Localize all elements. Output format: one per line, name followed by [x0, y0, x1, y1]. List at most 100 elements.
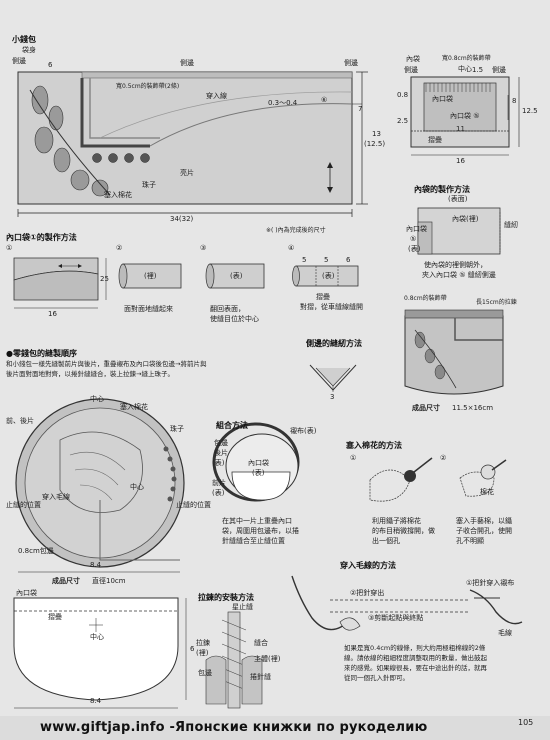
footer-link[interactable]: www.giftjap.info -Японские книжки по рук…	[40, 720, 428, 735]
ib-d25: 2.5	[397, 117, 409, 125]
heading-inner-pocket-num: ①	[30, 233, 37, 242]
ibm-pocket-front: 內口袋	[406, 225, 427, 233]
as-front-paren: (表)	[212, 489, 225, 497]
order-line2: 後片面對面地對齊，以捲針縫縫合，裝上拉鍊→縫上珠子。	[6, 370, 174, 378]
step3-front: (表)	[230, 272, 243, 280]
step4-front: (表)	[322, 272, 335, 280]
as-desc1: 在其中一片上重疊內口	[222, 517, 292, 525]
ibm-paren-end: )	[464, 195, 468, 203]
zp-body-back: 主體(裡)	[254, 655, 281, 663]
step4: ④	[288, 244, 295, 252]
as-back: 後片	[214, 449, 228, 457]
th-step3: ③剪斷起點與終點	[368, 614, 424, 622]
ib-d15: 1.5	[472, 66, 484, 74]
order-line1: 和小錢包一樣先縫製前片與後片，重疊襯布及內口袋後包邊→將前片與	[6, 360, 207, 368]
beads-row	[92, 153, 150, 163]
leaf-motif	[31, 85, 109, 197]
th-desc3: 來的感覺。如果線很長，要在中途出針的話，就再	[344, 664, 487, 672]
as-pocket-paren: (表)	[252, 469, 265, 477]
heading-zipper: 拉鍊的安裝方法	[198, 593, 254, 602]
ibm-bag-back: 內袋(裡)	[452, 215, 479, 223]
heading-inner-pocket-title: 內口袋	[6, 233, 30, 242]
ibm-pocket-num: ⑤	[410, 235, 417, 243]
as-desc3: 針縫縫合至止縫位置	[222, 537, 285, 545]
zp-slipstitch: 捲針縫	[250, 673, 271, 681]
ibm-stitch: 縫紉	[504, 221, 518, 229]
ib-side-l: 側邊	[404, 66, 418, 74]
ips-d84: 8.4	[90, 697, 102, 705]
as-lining-inner: 襯布(表)	[290, 427, 317, 435]
ips-d6: 6	[190, 645, 195, 653]
heading-inner-pocket-suffix: 的製作方法	[36, 233, 77, 242]
ibm-fabric: (表面)	[448, 196, 467, 203]
as-lining: 包邊	[214, 439, 228, 447]
label-thirteen-paren: (12.5)	[364, 140, 386, 148]
ic-desc1b: 的布目稍微撐開，做	[372, 527, 435, 535]
rp-diameter: 直徑10cm	[92, 577, 126, 585]
rp-center: 中心	[90, 395, 104, 403]
rp-finished: 成品尺寸	[52, 577, 80, 585]
step1-d16: 16	[48, 310, 57, 318]
ib-d08: 0.8	[397, 91, 409, 99]
label-band: 寬0.5cm的裝飾帶(2條)	[116, 83, 180, 90]
label-side-right: 側邊	[344, 59, 358, 67]
step4-d5a: 5	[302, 256, 307, 264]
th-step2: ②把針穿出	[350, 589, 385, 597]
zp-zip: 拉鍊	[196, 639, 210, 647]
purse-outline	[17, 71, 353, 205]
ic-desc1a: 利用鑷子將棉花	[372, 517, 421, 525]
step1-d25: 25	[100, 275, 109, 283]
label-note: ※( )內為完成後的尺寸	[266, 227, 326, 234]
as-desc2: 袋，周圍用包邊布，以捲	[222, 527, 299, 535]
zp-sew: 縫合	[254, 639, 268, 647]
ib-band: 寬0.8cm的裝飾帶	[442, 55, 491, 62]
th-desc2: 線。請依線的粗細程度調整取用的數量，做出鼓起	[344, 654, 487, 662]
ips-title: 內口袋	[16, 589, 37, 597]
th-yarn: 毛線	[498, 629, 512, 637]
side-d3: 3	[330, 393, 335, 401]
as-back-paren: (表)	[212, 459, 225, 467]
rp-cotton: 塞入棉花	[120, 403, 148, 411]
label-cotton: 塞入棉花	[104, 191, 132, 199]
ic-n1: ①	[350, 454, 357, 462]
heading-insert-cotton: 塞入棉花的方法	[346, 441, 402, 450]
label-six: 6	[48, 61, 53, 69]
step2: ②	[116, 244, 123, 252]
label-thirteen: 13	[372, 130, 381, 138]
heading-inner-bag-method: 內袋的製作方法	[414, 185, 470, 194]
footer-bar	[0, 716, 550, 740]
label-seven: 7	[358, 105, 363, 113]
step2-note: 面對面地縫起來	[124, 305, 173, 313]
ibm-finished: 成品尺寸	[412, 404, 440, 412]
label-body: 袋身	[22, 46, 36, 54]
rp-zip-end-r: 止縫的位置	[176, 501, 211, 509]
label-side-top: 側邊	[180, 59, 194, 67]
ic-cotton: 棉花	[480, 488, 494, 496]
ic-desc2a: 塞入手藝棉，以鑷	[456, 517, 512, 525]
step2-back: (裡)	[144, 272, 157, 280]
as-pocket: 內口袋	[248, 459, 269, 467]
step3-note1: 翻回表面，	[210, 305, 245, 313]
heading-side-sew: 側邊的縫紉方法	[306, 339, 362, 348]
rp-band08: 0.8cm包邊	[18, 547, 54, 555]
label-range: 0.3～0.4	[268, 99, 298, 107]
step4-note: 對摺，從車縫線縫開	[300, 303, 363, 311]
as-front: 前片	[212, 479, 226, 487]
rp-zip-end-l: 止縫的位置	[6, 501, 41, 509]
label-width: 34(32)	[170, 215, 194, 223]
ibm-fabric-text: 表面	[450, 195, 465, 203]
heading-assembly: 組合方法	[216, 421, 248, 430]
ib-center: 中心	[458, 65, 472, 73]
rp-hand: 中心	[130, 483, 144, 491]
step4-d6: 6	[346, 256, 351, 264]
step1: ①	[6, 244, 13, 252]
step4-fold: 摺疊	[316, 293, 330, 301]
heading-order: ●零錢包的縫製順序	[6, 349, 77, 358]
heading-inner-pocket-method: 內口袋①的製作方法	[6, 232, 77, 243]
th-desc4: 從同一個孔入針即可。	[344, 674, 409, 682]
zp-lining: 包邊	[198, 669, 212, 677]
ic-desc2b: 子收合開孔，使開	[456, 527, 512, 535]
step4-d5b: 5	[324, 256, 329, 264]
